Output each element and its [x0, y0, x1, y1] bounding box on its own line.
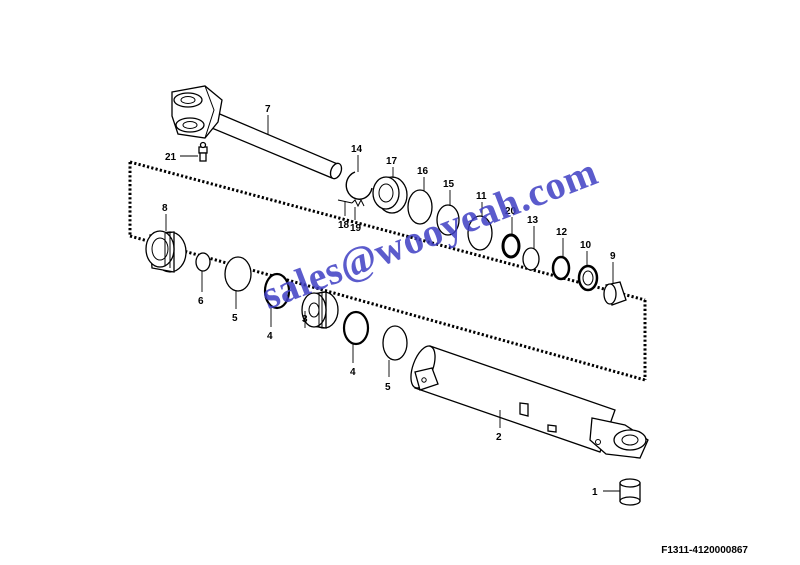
- label-part-11: 11: [476, 191, 487, 202]
- bushing-part-9: [603, 281, 627, 306]
- label-part-3: 3: [302, 314, 308, 325]
- ring-part-5-lower: [382, 325, 408, 361]
- circlip-part-14: [345, 171, 373, 200]
- seal-part-20: [501, 233, 521, 259]
- ring-part-4-lower: [342, 310, 370, 346]
- seal-ring-part-15: [436, 204, 460, 236]
- label-part-5-upper: 5: [232, 313, 238, 324]
- label-part-4-lower: 4: [350, 367, 356, 378]
- label-part-12: 12: [556, 227, 568, 238]
- guide-ring-part-17: [372, 176, 408, 214]
- cylinder-head-part-8: [145, 230, 187, 273]
- label-part-20: 20: [505, 206, 517, 217]
- bushing-part-1: [619, 478, 641, 506]
- label-part-2: 2: [496, 432, 502, 443]
- ring-part-10: [577, 264, 599, 292]
- part-number-labels: 7 21 14 17 16 15 11 20 13 12 10 9 18 19 …: [162, 104, 616, 498]
- leader-lines: [165, 115, 620, 492]
- ring-part-12: [551, 255, 571, 281]
- label-part-16: 16: [417, 166, 429, 177]
- assembly-guide-lines: [128, 160, 647, 382]
- label-part-19: 19: [350, 223, 362, 234]
- label-part-15: 15: [443, 179, 455, 190]
- o-ring-part-11: [467, 215, 493, 251]
- label-part-1: 1: [592, 487, 598, 498]
- label-part-4-upper: 4: [267, 331, 273, 342]
- label-part-6: 6: [198, 296, 204, 307]
- label-part-21: 21: [165, 152, 177, 163]
- label-part-10: 10: [580, 240, 592, 251]
- ring-part-13: [522, 247, 540, 271]
- cylinder-tube-part-2: [410, 345, 649, 459]
- label-part-9: 9: [610, 251, 616, 262]
- seal-ring-part-16: [407, 189, 433, 225]
- label-part-13: 13: [527, 215, 539, 226]
- grease-nipple-part-21: [198, 141, 208, 162]
- label-part-18: 18: [338, 220, 350, 231]
- piston-rod-part-7: [171, 85, 343, 180]
- label-part-14: 14: [351, 144, 363, 155]
- label-part-5-lower: 5: [385, 382, 391, 393]
- ring-part-4-upper: [263, 272, 291, 310]
- figure-code: F1311-4120000867: [661, 545, 748, 556]
- label-part-17: 17: [386, 156, 398, 167]
- label-part-7: 7: [265, 104, 271, 115]
- lock-pin-part-18-19: [337, 198, 365, 208]
- label-part-8: 8: [162, 203, 168, 214]
- ring-part-5-upper: [224, 256, 252, 292]
- o-ring-part-6: [195, 252, 211, 272]
- piston-part-3: [301, 291, 339, 329]
